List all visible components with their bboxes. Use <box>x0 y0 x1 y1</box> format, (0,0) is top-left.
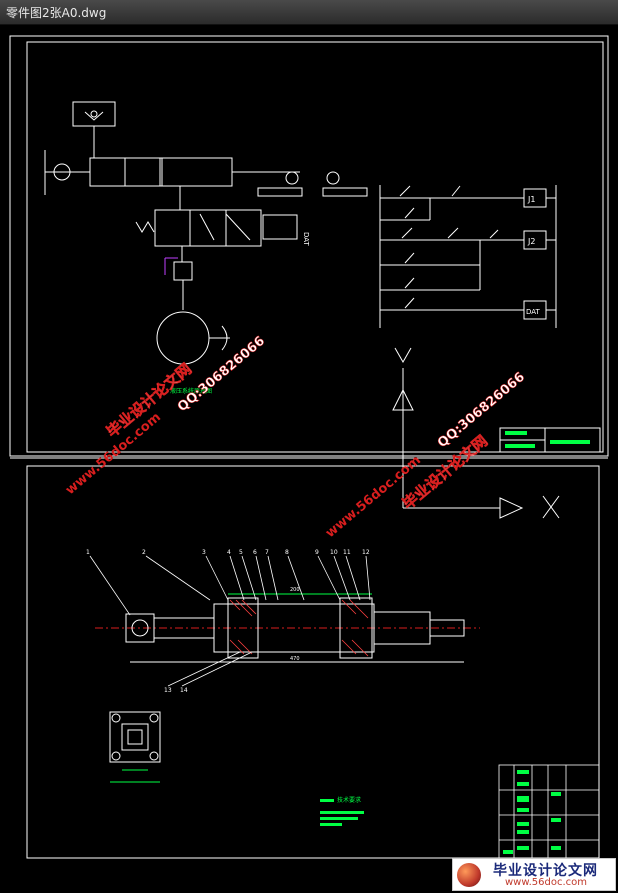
top-sheet-outer-border <box>9 35 609 457</box>
footer-brand-url: www.56doc.com <box>505 877 588 888</box>
globe-icon <box>457 863 481 887</box>
relay-label-j2: J2 <box>527 237 535 246</box>
hydraulic-caption: 液压系统原理图 <box>170 387 212 395</box>
top-sheet-inner-border <box>26 41 604 453</box>
balloon-4: 4 <box>227 549 231 556</box>
section-hatching <box>229 599 369 657</box>
dim-stroke: 200 <box>290 587 300 593</box>
relay-j2 <box>523 230 547 250</box>
balloon-13: 13 <box>164 687 172 694</box>
window-title: 零件图2张A0.dwg <box>6 6 107 20</box>
balloon-7: 7 <box>265 549 269 556</box>
balloon-leaders <box>89 555 371 687</box>
balloon-12: 12 <box>362 549 370 556</box>
balloon-8: 8 <box>285 549 289 556</box>
title-block-fills <box>503 770 561 854</box>
balloon-10: 10 <box>330 549 338 556</box>
relay-label-j1: J1 <box>527 195 535 204</box>
cylinder-assembly <box>95 593 480 663</box>
balloon-6: 6 <box>253 549 257 556</box>
bottom-title-block <box>498 764 600 859</box>
footer-brand-logo[interactable]: 毕业设计论文网 www.56doc.com <box>452 858 616 891</box>
ladder-circuit <box>379 185 557 328</box>
relay-label-dat: DAT <box>526 308 541 316</box>
flange-end-view <box>109 711 161 783</box>
bottom-sheet-border <box>26 465 600 859</box>
relay-dat <box>523 300 547 320</box>
ucs-icon <box>392 347 560 519</box>
balloon-5: 5 <box>239 549 243 556</box>
balloon-9: 9 <box>315 549 319 556</box>
dim-overall-length: 470 <box>290 656 300 662</box>
cad-drawing: DAT 液压系统原理图 J1 J2 DAT <box>9 35 609 859</box>
watermark-left: www.56doc.com 毕业设计论文网 QQ:306826066 <box>63 333 268 498</box>
drawing-canvas[interactable]: DAT 液压系统原理图 J1 J2 DAT <box>0 25 618 893</box>
watermark-right: www.56doc.com 毕业设计论文网 QQ:306826066 <box>323 369 528 541</box>
balloon-1: 1 <box>86 549 90 556</box>
balloon-11: 11 <box>343 549 351 556</box>
balloon-2: 2 <box>142 549 146 556</box>
footer-brand-name: 毕业设计论文网 <box>493 863 598 879</box>
top-title-block <box>499 427 601 453</box>
window-titlebar: 零件图2张A0.dwg <box>0 0 618 25</box>
hydraulic-schematic <box>44 101 368 365</box>
balloon-numbers: 1 2 3 4 5 6 7 8 9 10 11 12 13 14 <box>86 549 370 694</box>
balloon-14: 14 <box>180 687 188 694</box>
relay-j1 <box>523 188 547 208</box>
valve-label: DAT <box>302 232 310 247</box>
tech-req-heading: 技术要求 <box>337 796 361 804</box>
balloon-3: 3 <box>202 549 206 556</box>
